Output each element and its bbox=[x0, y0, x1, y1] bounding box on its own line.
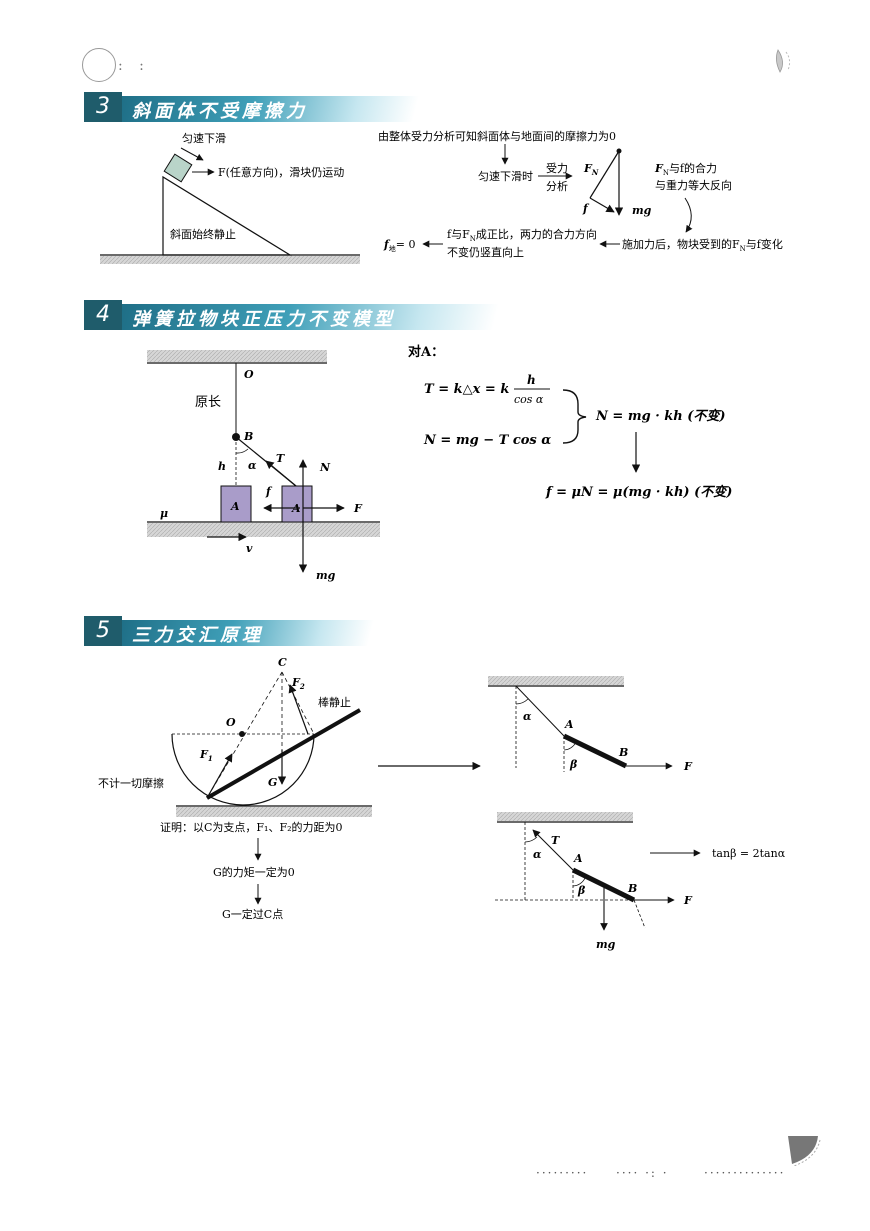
header-dots: : : bbox=[118, 58, 150, 74]
section-number: 5 bbox=[84, 616, 122, 646]
block-A-1 bbox=[220, 485, 252, 523]
label-f: f bbox=[265, 485, 273, 498]
label-G: G bbox=[268, 776, 277, 789]
mg-label: mg bbox=[596, 938, 616, 951]
flow-top: 由整体受力分析可知斜面体与地面间的摩擦力为0 bbox=[378, 129, 616, 143]
proportional-label: f与FN成正比，两力的合力方向 bbox=[447, 227, 597, 243]
point-A-bottom: A bbox=[573, 852, 583, 865]
no-friction-label: 不计一切摩擦 bbox=[98, 776, 164, 790]
section-title: 弹簧拉物块正压力不变模型 bbox=[132, 309, 396, 330]
proof-label: 证明：以C为支点，F₁、F₂的力距为0 bbox=[160, 820, 343, 834]
point-B-top: B bbox=[618, 746, 628, 759]
F-top: F bbox=[683, 760, 693, 773]
T-label: T bbox=[551, 834, 560, 847]
footer-dots-3: ·············· bbox=[704, 1166, 786, 1180]
tan-relation: tanβ = 2tanα bbox=[712, 847, 786, 860]
ceiling-top bbox=[488, 676, 624, 685]
beta-top: β bbox=[569, 758, 578, 771]
incline bbox=[162, 175, 293, 256]
alpha-top: α bbox=[523, 710, 532, 723]
f-label: f bbox=[582, 202, 590, 215]
eq1: T = k△x = k bbox=[424, 382, 509, 397]
label-mu: μ bbox=[160, 507, 168, 520]
resultant-label: FN与f的合力 bbox=[654, 161, 717, 177]
eq1-num: h bbox=[527, 373, 536, 387]
hemispherical-bowl bbox=[171, 733, 315, 806]
proportional-label-2: 不变仍竖直向上 bbox=[447, 245, 524, 259]
section-number: 4 bbox=[84, 300, 122, 330]
rod-static-label: 棒静止 bbox=[318, 695, 351, 709]
force-label: F(任意方向)，滑块仍运动 bbox=[218, 165, 344, 179]
label-T: T bbox=[276, 452, 285, 465]
eq2: N = mg − T cos α bbox=[423, 433, 551, 448]
eq4: f = μN = μ(mg · kh) (不变) bbox=[545, 484, 732, 500]
section-number: 3 bbox=[84, 92, 122, 122]
flow-force-a: 受力 bbox=[546, 162, 568, 175]
after-force-label: 施加力后，物块受到的FN与f变化 bbox=[622, 237, 783, 253]
F-bottom: F bbox=[683, 894, 693, 907]
section-5-diagram: C 棒静止 O F2 F1 G 不计一切摩擦 证明：以C为支点，F₁、F₂的力距… bbox=[98, 656, 786, 951]
rod-bottom bbox=[571, 867, 636, 903]
alpha-bottom: α bbox=[533, 848, 542, 861]
flow-uniform: 匀速下滑时 bbox=[478, 170, 533, 183]
point-O: O bbox=[244, 368, 254, 381]
resultant-label-2: 与重力等大反向 bbox=[655, 178, 732, 192]
point-C: C bbox=[278, 656, 287, 669]
point-B: B bbox=[243, 430, 253, 443]
eq3: N = mg · kh (不变) bbox=[595, 408, 726, 424]
label-F2: F2 bbox=[291, 676, 305, 691]
ground bbox=[100, 256, 360, 264]
natural-length-label: 原长 bbox=[195, 395, 221, 410]
label-F1: F1 bbox=[199, 748, 213, 763]
slide-label: 匀速下滑 bbox=[182, 132, 226, 145]
ground bbox=[176, 807, 372, 817]
g-moment-label: G的力矩一定为0 bbox=[213, 865, 295, 879]
section-title: 三力交汇原理 bbox=[132, 625, 264, 646]
rod bbox=[206, 708, 361, 800]
corner-leaf-icon bbox=[776, 49, 791, 73]
label-mg: mg bbox=[316, 569, 336, 582]
footer-corner-icon bbox=[788, 1136, 821, 1166]
point-B-bottom: B bbox=[627, 882, 637, 895]
eq1-den: cos α bbox=[514, 393, 544, 406]
ceiling-bottom bbox=[497, 812, 633, 821]
label-h: h bbox=[218, 460, 226, 473]
g-through-label: G一定过C点 bbox=[222, 907, 283, 921]
footer-dots-2: ···· ·: · bbox=[616, 1166, 669, 1180]
section-4-diagram: O 原长 B h α T μ A A N mg F f v 对A： T = k bbox=[147, 344, 732, 582]
ground bbox=[147, 523, 380, 537]
point-O: O bbox=[226, 716, 236, 729]
fn-label: FN bbox=[583, 162, 599, 177]
block-A-1-label: A bbox=[230, 500, 240, 513]
section-3-diagram: 匀速下滑 F(任意方向)，滑块仍运动 斜面始终静止 由整体受力分析可知斜面体与地… bbox=[100, 129, 783, 264]
beta-bottom: β bbox=[577, 884, 586, 897]
label-N: N bbox=[319, 461, 331, 474]
mg-label: mg bbox=[632, 204, 652, 217]
footer-dots-1: ········· bbox=[536, 1166, 589, 1180]
ceiling bbox=[147, 350, 327, 362]
label-alpha: α bbox=[248, 459, 257, 472]
block-A-2 bbox=[281, 485, 313, 523]
for-A-label: 对A： bbox=[408, 344, 444, 360]
rod-top bbox=[562, 733, 628, 769]
ground-friction-result: f地= 0 bbox=[383, 238, 415, 253]
header-circle bbox=[82, 48, 116, 82]
label-v: v bbox=[246, 542, 253, 555]
sliding-block bbox=[163, 153, 193, 183]
flow-force-b: 分析 bbox=[546, 179, 568, 193]
incline-label: 斜面始终静止 bbox=[170, 227, 236, 241]
section-title: 斜面体不受摩擦力 bbox=[132, 101, 308, 122]
label-F: F bbox=[353, 502, 363, 515]
point-A-top: A bbox=[564, 718, 574, 731]
